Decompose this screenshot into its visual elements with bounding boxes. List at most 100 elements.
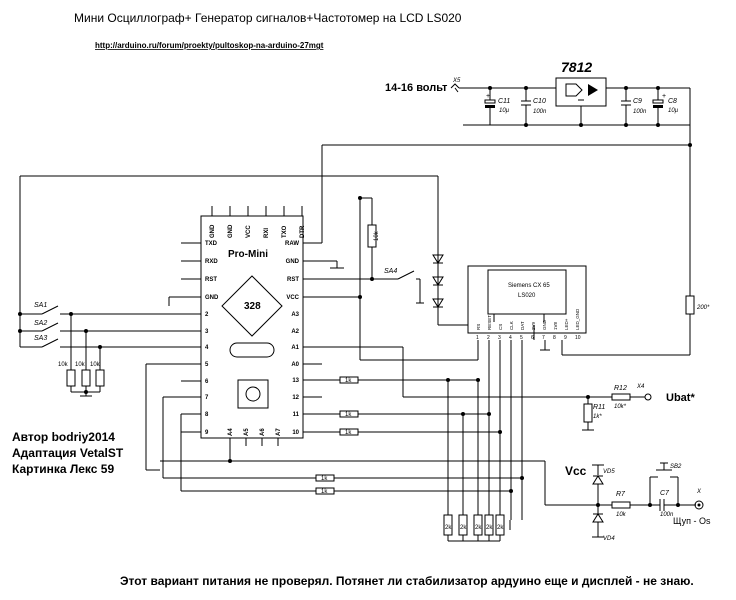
lcd-pin-number: 5 bbox=[520, 335, 523, 341]
right-pin-label: 10 bbox=[292, 430, 299, 436]
pulldown-resistors: 10k 10k 10k bbox=[58, 312, 105, 397]
top-pin-label: GND bbox=[210, 224, 216, 238]
lcd-pin-number: 3 bbox=[498, 335, 501, 341]
r-pin10-value: 1k bbox=[345, 430, 352, 436]
right-pin-label: A2 bbox=[291, 329, 299, 335]
right-pin-label: GND bbox=[286, 259, 300, 265]
credit-picture: Картинка Лекс 59 bbox=[12, 462, 114, 476]
right-pin-label: VCC bbox=[286, 295, 299, 301]
svg-text:+: + bbox=[486, 93, 490, 100]
capacitor-c11: + C11 10µ bbox=[484, 88, 510, 125]
lcd-pin-number: 10 bbox=[575, 335, 581, 341]
c7-value: 100n bbox=[660, 512, 674, 518]
regulator-7812: 7812 bbox=[555, 59, 607, 125]
ubat-divider: R12 10k* X4 Ubat* R11 1k* bbox=[560, 384, 695, 431]
lcd-pin-number: 1 bbox=[476, 335, 479, 341]
r11-value: 1k* bbox=[593, 414, 602, 420]
pulldown-2-value: 10k bbox=[75, 362, 86, 368]
sa4-label: SA4 bbox=[384, 268, 397, 275]
left-pin-label: 4 bbox=[205, 345, 209, 351]
switch-sa3: SA3 bbox=[20, 335, 201, 348]
pulldown-1-value: 10k bbox=[58, 362, 69, 368]
divider-5-value: 2k bbox=[497, 525, 504, 531]
sa1-label: SA1 bbox=[34, 302, 47, 309]
ubat-label: Ubat* bbox=[666, 392, 695, 404]
source-url[interactable]: http://arduino.ru/forum/proekty/pultosko… bbox=[95, 41, 324, 50]
input-voltage-label: 14-16 вольт bbox=[385, 82, 448, 94]
bottom-pin-label: A5 bbox=[244, 428, 250, 436]
c8-label: C8 bbox=[668, 98, 677, 105]
switch-sa2: SA2 bbox=[20, 320, 201, 332]
right-pin-label: 12 bbox=[292, 395, 299, 401]
right-pin-label: RAW bbox=[285, 241, 299, 247]
top-pin-label: DTR bbox=[300, 225, 306, 238]
credit-adaptation: Адаптация VetalST bbox=[12, 446, 124, 460]
capacitor-c8: + C8 10µ bbox=[652, 88, 679, 125]
left-pin-label: 8 bbox=[205, 412, 209, 418]
c11-value: 10µ bbox=[499, 108, 510, 114]
bottom-pin-label: A6 bbox=[260, 428, 266, 436]
c11-label: C11 bbox=[498, 98, 510, 105]
lcd-model: Siemens CX 65 bbox=[508, 283, 550, 289]
lcd-pin-number: 6 bbox=[531, 335, 534, 341]
r-pin7-value: 1k bbox=[321, 476, 328, 482]
lcd-pin-number: 2 bbox=[487, 335, 490, 341]
right-pin-label: A0 bbox=[291, 362, 299, 368]
left-pin-label: 3 bbox=[205, 329, 209, 335]
bottom-pin-label: A7 bbox=[276, 428, 282, 436]
regulator-label: 7812 bbox=[561, 59, 592, 75]
lcd-pin-number: 8 bbox=[553, 335, 556, 341]
right-pin-label: 13 bbox=[292, 378, 299, 384]
lcd-pin-label: 1V8 bbox=[553, 321, 558, 330]
r11-label: R11 bbox=[593, 404, 605, 411]
c8-value: 10µ bbox=[668, 108, 679, 114]
left-pin-label: RXD bbox=[205, 259, 218, 265]
page-title: Мини Осциллограф+ Генератор сигналов+Час… bbox=[74, 11, 462, 25]
lcd-pin-label: RESET bbox=[487, 315, 492, 330]
left-pin-label: 9 bbox=[205, 430, 209, 436]
lcd-pin-label: CLK bbox=[509, 321, 514, 330]
left-pin-label: 7 bbox=[205, 395, 209, 401]
r12-value: 10k* bbox=[614, 404, 627, 410]
rst-circuit: 10k SA4 bbox=[303, 196, 478, 361]
capacitor-c10: C10 100n bbox=[521, 88, 547, 125]
credits: Автор bodriy2014 Адаптация VetalST Карти… bbox=[12, 430, 124, 476]
divider-4-value: 2k bbox=[486, 525, 493, 531]
lcd-name: LS020 bbox=[518, 293, 536, 299]
connector-x5-label: X5 bbox=[452, 78, 461, 84]
lcd-pin-number: 9 bbox=[564, 335, 567, 341]
pulldown-3-value: 10k bbox=[90, 362, 101, 368]
c10-label: C10 bbox=[533, 98, 546, 105]
c7-label: C7 bbox=[660, 490, 670, 497]
lcd-pin-label: CS bbox=[498, 324, 503, 330]
analog-lines bbox=[145, 346, 590, 471]
lcd-pin-number: 4 bbox=[509, 335, 512, 341]
r-pin8-value: 1k bbox=[321, 489, 328, 495]
top-pin-label: VCC bbox=[246, 225, 252, 238]
left-pin-label: 5 bbox=[205, 362, 209, 368]
lcd-pin-label: LED+ bbox=[564, 318, 569, 330]
probe-label: Щуп - Os bbox=[673, 516, 711, 526]
capacitor-c9: C9 100n bbox=[621, 88, 647, 125]
lcd-ls020: Siemens CX 65 LS020 RS1RESET2CS3CLK4DAT5… bbox=[467, 265, 587, 341]
probe-input: Vcc VD5 VD4 R7 10k C7 100n X Щуп - Os bbox=[545, 462, 711, 542]
sb2-label: SB2 bbox=[670, 464, 682, 470]
right-pin-label: A1 bbox=[291, 345, 299, 351]
crystal bbox=[229, 342, 275, 358]
r200-value: 200* bbox=[696, 305, 710, 311]
right-pin-label: A3 bbox=[291, 312, 299, 318]
top-pin-label: TXO bbox=[282, 225, 288, 238]
right-pin-label: 11 bbox=[293, 412, 300, 418]
x4-label: X4 bbox=[636, 384, 645, 390]
probe-x-label: X bbox=[696, 489, 702, 495]
vd5-label: VD5 bbox=[603, 469, 615, 475]
sa3-label: SA3 bbox=[34, 335, 47, 342]
top-pin-label: RXI bbox=[264, 228, 270, 238]
left-pin-label: 6 bbox=[205, 379, 209, 385]
sa2-label: SA2 bbox=[34, 320, 47, 327]
resistor-200: 200* bbox=[561, 295, 710, 356]
left-pin-label: GND bbox=[205, 295, 219, 301]
